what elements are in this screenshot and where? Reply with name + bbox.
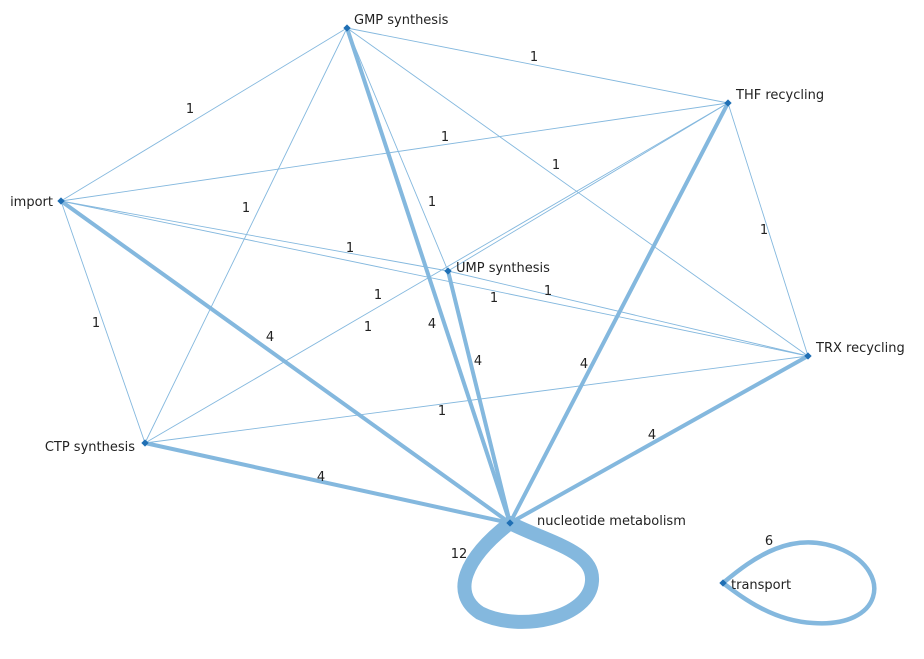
edge-gmp-thf bbox=[346, 27, 729, 104]
node-marker[interactable] bbox=[719, 579, 727, 587]
edge-thf-nuc bbox=[508, 101, 730, 525]
edge-label-import-ump: 1 bbox=[346, 241, 354, 256]
edge-label-trx-ctp: 1 bbox=[438, 404, 446, 419]
edge-label-gmp-import: 1 bbox=[186, 102, 194, 117]
node-marker[interactable] bbox=[804, 352, 812, 360]
edge-label-ump-trx: 1 bbox=[544, 284, 552, 299]
edge-ump-nuc bbox=[446, 269, 512, 525]
edge-label-import-trx: 1 bbox=[490, 291, 498, 306]
node-label-ump: UMP synthesis bbox=[456, 261, 550, 276]
edge-label-import-thf: 1 bbox=[441, 130, 449, 145]
node-trx[interactable]: TRX recycling bbox=[804, 341, 905, 360]
edge-label-import-ctp: 1 bbox=[92, 316, 100, 331]
edge-label-gmp-ctp: 1 bbox=[242, 201, 250, 216]
edge-thf-ctp bbox=[144, 102, 729, 444]
edge-label-nuc-nuc: 12 bbox=[451, 547, 468, 562]
edge-label-ump-nuc: 4 bbox=[474, 354, 482, 369]
edge-label-gmp-trx: 1 bbox=[552, 158, 560, 173]
edge-label-gmp-thf: 1 bbox=[530, 50, 538, 65]
edge-gmp-ump bbox=[346, 27, 449, 272]
edge-label-ctp-nuc: 4 bbox=[317, 470, 325, 485]
edge-trx-ctp bbox=[144, 355, 809, 444]
edges-layer bbox=[59, 26, 877, 629]
edge-thf-ump bbox=[447, 102, 729, 272]
node-import[interactable]: import bbox=[10, 195, 65, 210]
edge-label-import-nuc: 4 bbox=[266, 330, 274, 345]
node-label-ctp: CTP synthesis bbox=[45, 440, 135, 455]
edge-import-nuc bbox=[59, 199, 512, 525]
node-gmp[interactable]: GMP synthesis bbox=[343, 13, 449, 32]
edge-import-thf bbox=[60, 102, 729, 202]
edge-nuc-nuc bbox=[457, 516, 599, 629]
edge-label-thf-ctp: 1 bbox=[364, 320, 372, 335]
node-label-gmp: GMP synthesis bbox=[354, 13, 449, 28]
edge-gmp-nuc bbox=[345, 26, 512, 525]
edge-import-ctp bbox=[60, 200, 146, 444]
edge-gmp-trx bbox=[346, 27, 809, 357]
edge-label-thf-nuc: 4 bbox=[580, 357, 588, 372]
node-marker[interactable] bbox=[444, 267, 452, 275]
node-label-thf: THF recycling bbox=[735, 88, 824, 103]
node-ctp[interactable]: CTP synthesis bbox=[45, 439, 149, 455]
edge-label-thf-trx: 1 bbox=[760, 223, 768, 238]
edge-transport-transport bbox=[720, 540, 877, 626]
node-thf[interactable]: THF recycling bbox=[724, 88, 824, 107]
edge-label-transport-transport: 6 bbox=[765, 534, 773, 549]
node-ump[interactable]: UMP synthesis bbox=[444, 261, 550, 276]
node-label-trx: TRX recycling bbox=[815, 341, 905, 356]
edge-label-thf-ump: 1 bbox=[374, 288, 382, 303]
edge-label-trx-nuc: 4 bbox=[648, 428, 656, 443]
edge-import-trx bbox=[60, 200, 809, 357]
edge-ctp-nuc bbox=[143, 441, 512, 525]
edge-trx-nuc bbox=[508, 354, 810, 525]
edge-thf-trx bbox=[727, 102, 809, 357]
node-marker[interactable] bbox=[141, 439, 149, 447]
node-transport[interactable]: transport bbox=[719, 578, 791, 593]
node-marker[interactable] bbox=[343, 24, 351, 32]
edge-label-gmp-ump: 1 bbox=[428, 195, 436, 210]
edge-gmp-ctp bbox=[144, 27, 348, 444]
edge-labels-layer: 1 1 1 1 1 4 1 1 1 1 4 1 1 1 4 1 4 1 4 4 12 6 bbox=[92, 50, 773, 562]
edge-import-ump bbox=[60, 200, 449, 272]
node-label-transport: transport bbox=[731, 578, 791, 593]
edge-ump-trx bbox=[447, 270, 809, 357]
node-label-import: import bbox=[10, 195, 53, 210]
edge-label-gmp-nuc: 4 bbox=[428, 317, 436, 332]
edge-gmp-import bbox=[60, 27, 348, 202]
node-label-nuc: nucleotide metabolism bbox=[537, 514, 686, 529]
